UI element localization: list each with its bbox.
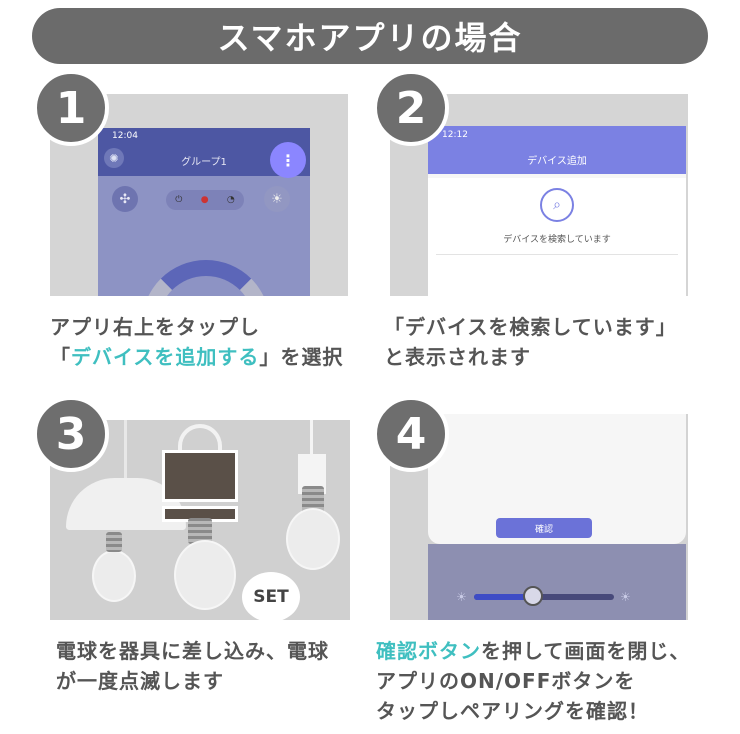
status-bar: 12:04 — [98, 128, 310, 144]
search-icon: ⌕ — [540, 188, 574, 222]
step-number-badge: 1 — [33, 70, 109, 146]
brightness-low-icon: ☀ — [456, 590, 467, 604]
light-fixture — [162, 450, 238, 502]
brightness-slider-track[interactable] — [474, 594, 614, 600]
screen-title: デバイス追加 — [527, 155, 587, 167]
brightness-slider-fill — [474, 594, 533, 600]
group-title: グループ1 — [181, 156, 227, 168]
page-title: スマホアプリの場合 — [217, 19, 523, 57]
more-menu-button[interactable]: ⋮ — [270, 142, 306, 178]
scene-icon: ◔ — [226, 195, 235, 205]
lamp-cord — [124, 420, 127, 478]
step-1-caption: アプリ右上をタップし 「デバイスを追加する」を選択 — [50, 315, 344, 369]
highlight-text: 確認ボタン — [376, 639, 481, 663]
searching-text: デバイスを検索しています — [503, 235, 611, 245]
power-icon: ⏻ — [175, 195, 183, 205]
app-logo-icon[interactable]: ✺ — [104, 148, 124, 168]
color-mode-toggle[interactable]: ⏻ ● ◔ — [166, 190, 244, 210]
step-3-caption: 電球を器具に差し込み、電球 が一度点滅します — [56, 639, 329, 693]
bulb-right — [286, 508, 340, 570]
step-4-screenshot: 確認 ☀ ☀ — [390, 414, 688, 620]
step-number-badge: 4 — [373, 396, 449, 472]
app-header: デバイス追加 — [428, 144, 686, 174]
bulb-large — [174, 540, 236, 610]
step-number-badge: 2 — [373, 70, 449, 146]
fan-icon[interactable]: ✣ — [112, 186, 138, 212]
bulb-base — [188, 518, 212, 544]
step-number-badge: 3 — [33, 396, 109, 472]
step-4-caption: 確認ボタンを押して画面を閉じ、 アプリのON/OFFボタンを タップしペアリング… — [376, 639, 691, 723]
dimmer-wheel[interactable] — [142, 260, 270, 296]
cord-line — [310, 420, 313, 454]
brightness-slider-knob[interactable] — [523, 586, 543, 606]
app-screen: 12:04 グループ1 ✺ ⋮ ✣ ⏻ ● ◔ ☀ — [98, 128, 310, 296]
search-card: ⌕ デバイスを検索しています — [428, 178, 686, 296]
more-dots-icon: ⋮ — [280, 150, 296, 170]
step-1-screenshot: 12:04 グループ1 ✺ ⋮ ✣ ⏻ ● ◔ ☀ — [50, 94, 348, 296]
app-screen: 12:12 デバイス追加 ⌕ デバイスを検索しています — [428, 126, 686, 296]
set-speech-bubble: SET — [242, 572, 300, 620]
status-bar: 12:12 — [428, 126, 686, 144]
bulb-base — [302, 486, 324, 512]
step-2-caption: 「デバイスを検索しています」 と表示されます — [384, 315, 677, 369]
bulb-base — [106, 532, 122, 552]
divider — [436, 254, 678, 255]
brightness-high-icon: ☀ — [620, 590, 631, 604]
bulb-small — [92, 550, 136, 602]
step-3-illustration: SET — [50, 420, 350, 620]
confirm-button[interactable]: 確認 — [496, 518, 592, 538]
bulb-icon[interactable]: ☀ — [264, 186, 290, 212]
highlight-text: デバイスを追加する — [71, 345, 260, 369]
fixture-hook — [178, 424, 222, 454]
app-background — [428, 544, 686, 620]
page-title-banner: スマホアプリの場合 — [32, 8, 708, 64]
rgb-icon: ● — [200, 195, 209, 205]
